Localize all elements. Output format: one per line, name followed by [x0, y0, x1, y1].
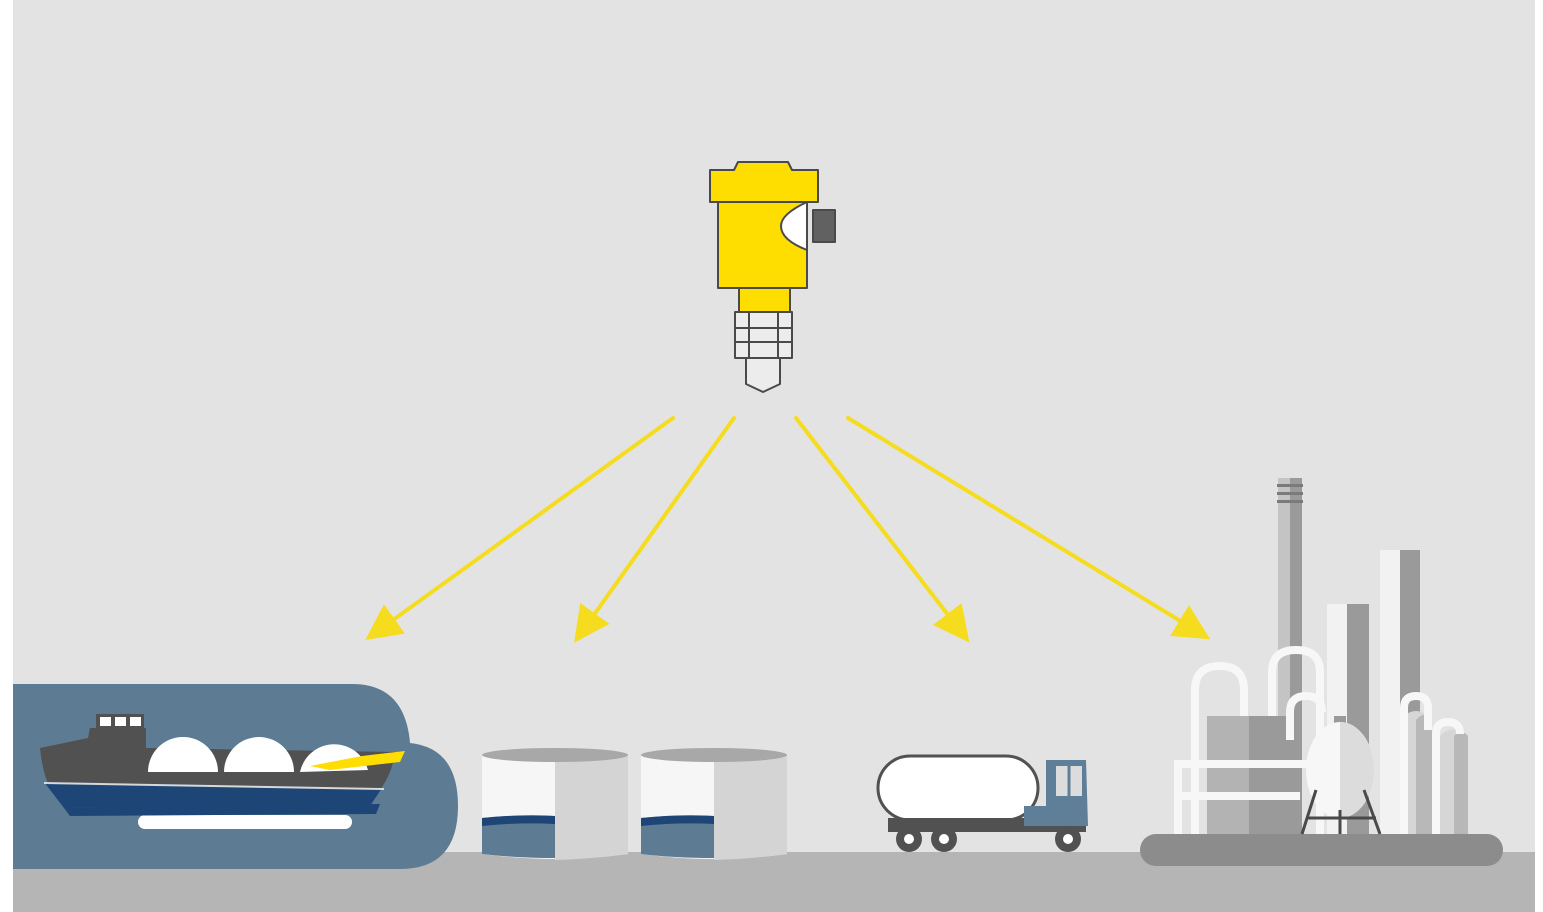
storage-tank-left [482, 748, 628, 860]
lng-carrier-ship-icon [13, 684, 458, 869]
storage-tank-right [641, 748, 787, 860]
